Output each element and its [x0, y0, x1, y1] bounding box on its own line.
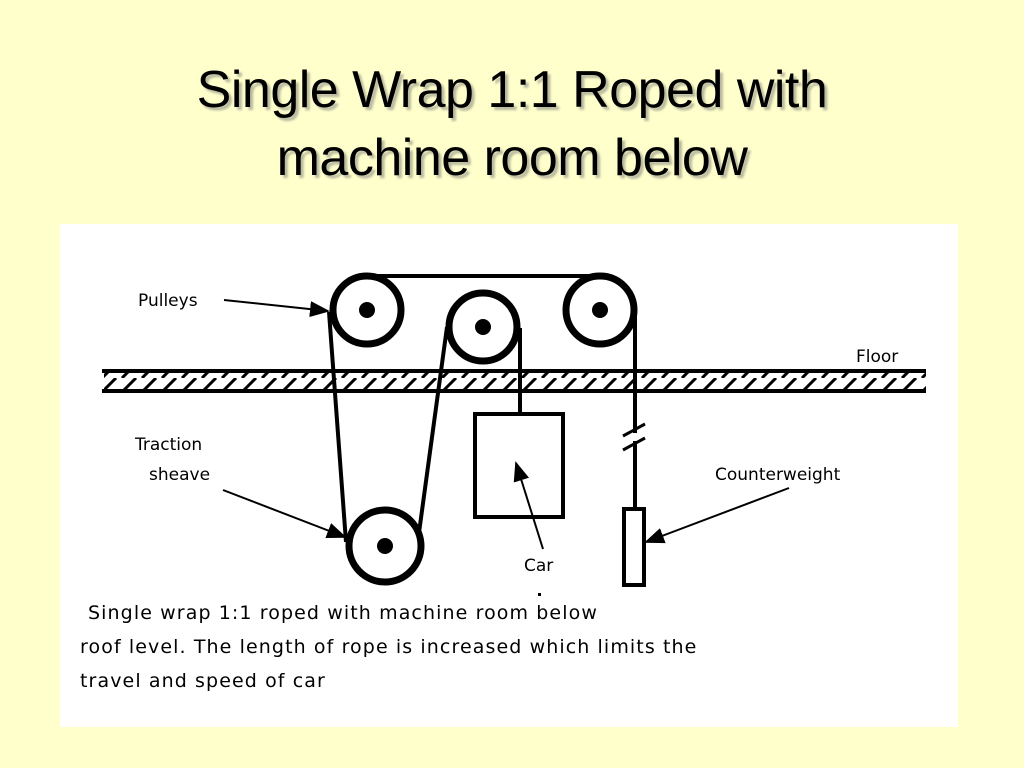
label-traction-line1: Traction [134, 435, 202, 455]
label-car: Car [524, 556, 553, 576]
title-line-1: Single Wrap 1:1 Roped with [196, 61, 828, 119]
traction-sheave [345, 506, 425, 586]
rope-break-mark [622, 422, 646, 452]
diagram-panel: Pulleys Floor Traction sheave Counterwei… [60, 224, 958, 727]
caption-line-3: travel and speed of car [80, 670, 326, 692]
slide-title: Single Wrap 1:1 Roped with machine room … [0, 56, 1024, 192]
hoist-ropes [327, 274, 637, 543]
label-traction-line2: sheave [149, 465, 210, 485]
caption-line-1: Single wrap 1:1 roped with machine room … [88, 602, 598, 624]
pulley-right [562, 272, 638, 348]
roping-diagram: Pulleys Floor Traction sheave Counterwei… [102, 272, 926, 596]
pulley-middle [445, 289, 521, 365]
counterweight-block [622, 507, 646, 587]
diagram-caption: Single wrap 1:1 roped with machine room … [80, 596, 940, 698]
label-counterweight: Counterweight [715, 465, 841, 485]
caption-line-2: roof level. The length of rope is increa… [80, 636, 698, 658]
stray-dot [538, 593, 541, 596]
floor-slab [102, 369, 926, 393]
label-pulleys: Pulleys [138, 291, 198, 311]
elevator-car [473, 412, 565, 519]
leader-arrows [222, 299, 790, 550]
pulley-left [329, 272, 405, 348]
title-line-2: machine room below [276, 129, 748, 187]
label-floor: Floor [856, 347, 898, 367]
